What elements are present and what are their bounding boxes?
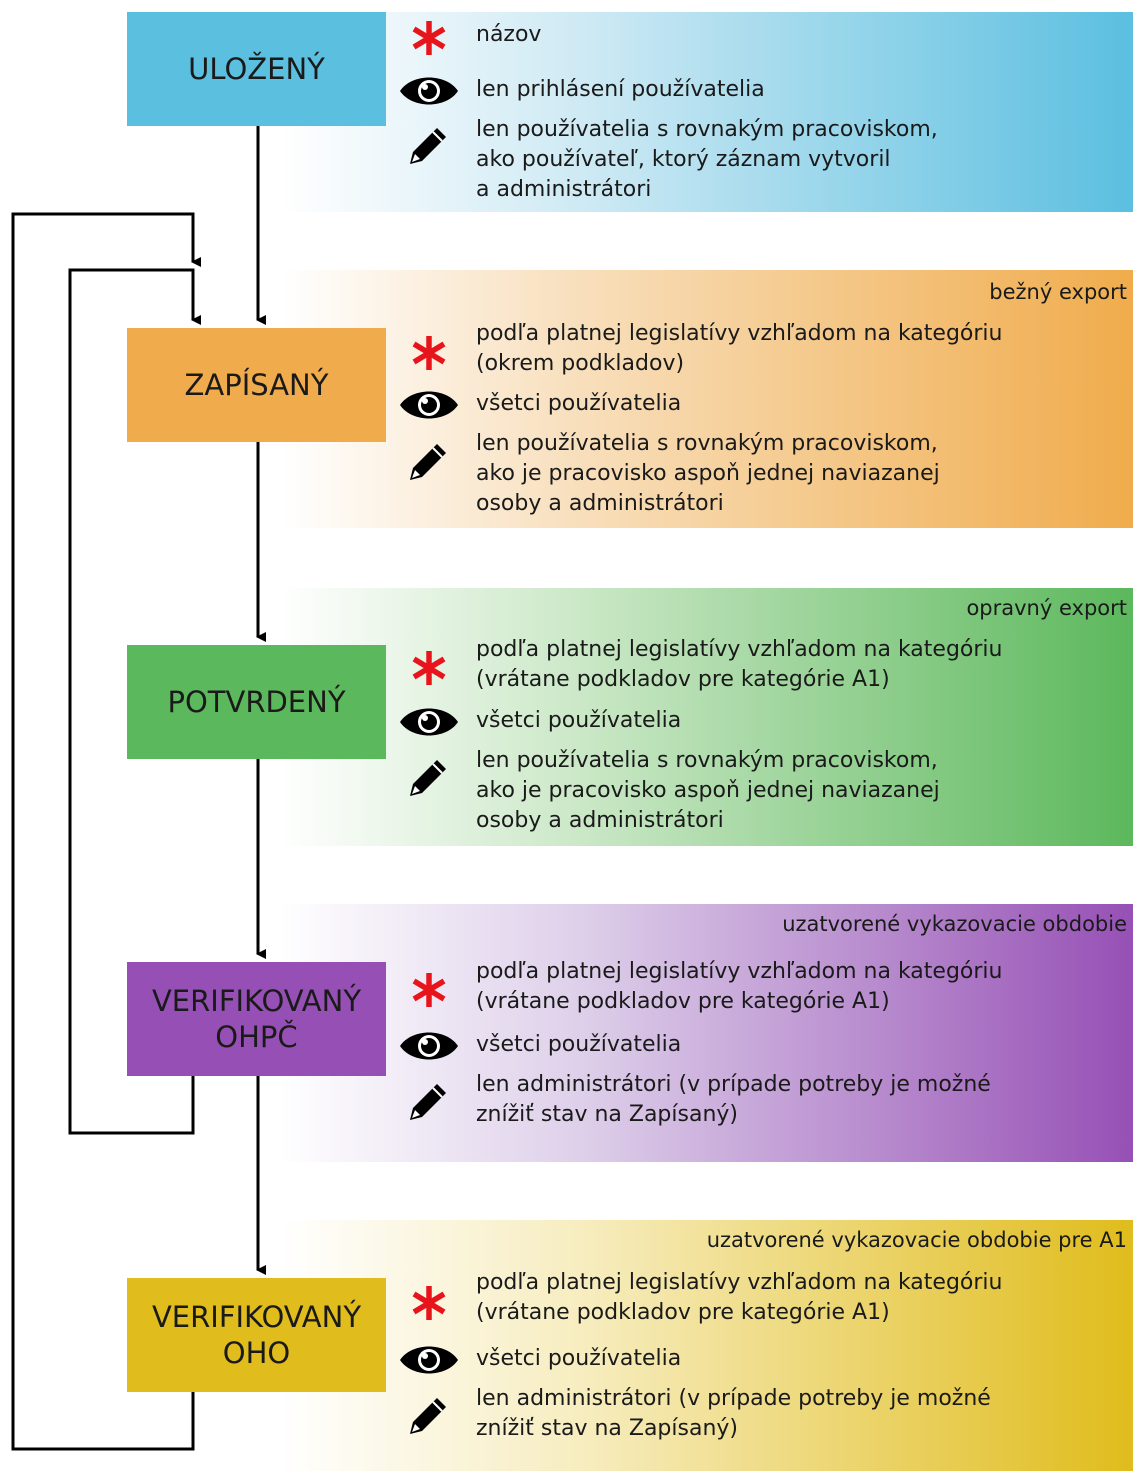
pencil-icon	[398, 124, 460, 168]
visibility-text: všetci používatelia	[476, 391, 682, 416]
visibility-text: všetci používatelia	[476, 708, 682, 733]
asterisk-icon	[398, 330, 460, 374]
export-tag: bežný export	[989, 280, 1127, 304]
asterisk-icon	[398, 15, 460, 59]
pencil-icon	[398, 1080, 460, 1124]
pencil-icon	[398, 440, 460, 484]
required-fields-text: podľa platnej legislatívy vzhľadom na ka…	[476, 321, 1003, 376]
period-tag: uzatvorené vykazovacie obdobie	[782, 912, 1127, 936]
state-name: ZAPÍSANÝ	[184, 368, 329, 402]
eye-icon	[398, 1338, 460, 1382]
eye-icon	[398, 700, 460, 744]
required-fields-text: podľa platnej legislatívy vzhľadom na ka…	[476, 1270, 1003, 1325]
pencil-icon	[398, 756, 460, 800]
state-name-line: VERIFIKOVANÝ	[151, 1300, 362, 1334]
state-box-zapisany: ZAPÍSANÝ	[127, 328, 386, 442]
state-info-panel-ulozeny	[280, 12, 1133, 212]
asterisk-icon	[398, 645, 460, 689]
state-box-ulozeny: ULOŽENÝ	[127, 12, 386, 126]
edit-rights-text: len používatelia s rovnakým pracoviskom,…	[476, 748, 940, 833]
required-fields-text: podľa platnej legislatívy vzhľadom na ka…	[476, 637, 1003, 692]
eye-icon	[398, 69, 460, 113]
state-name: POTVRDENÝ	[167, 685, 346, 719]
eye-icon	[398, 383, 460, 427]
visibility-text: len prihlásení používatelia	[476, 77, 765, 102]
visibility-text: všetci používatelia	[476, 1032, 682, 1057]
edit-rights-text: len administrátori (v prípade potreby je…	[476, 1072, 991, 1127]
state-box-verifikovany-ohpc: VERIFIKOVANÝ OHPČ	[127, 962, 386, 1076]
edit-rights-text: len administrátori (v prípade potreby je…	[476, 1386, 991, 1441]
state-name-line: VERIFIKOVANÝ	[151, 984, 362, 1018]
pencil-icon	[398, 1394, 460, 1438]
state-box-potvrdeny: POTVRDENÝ	[127, 645, 386, 759]
state-name-line: OHPČ	[215, 1020, 298, 1054]
edit-rights-text: len používatelia s rovnakým pracoviskom,…	[476, 431, 940, 516]
asterisk-icon	[398, 967, 460, 1011]
edit-rights-text: len používatelia s rovnakým pracoviskom,…	[476, 117, 938, 202]
period-tag: uzatvorené vykazovacie obdobie pre A1	[706, 1228, 1127, 1252]
required-fields-text: názov	[476, 22, 542, 47]
export-tag: opravný export	[966, 596, 1127, 620]
state-name-line: OHO	[222, 1336, 291, 1370]
required-fields-text: podľa platnej legislatívy vzhľadom na ka…	[476, 959, 1003, 1014]
state-name: ULOŽENÝ	[188, 52, 325, 86]
state-box-verifikovany-oho: VERIFIKOVANÝ OHO	[127, 1278, 386, 1392]
visibility-text: všetci používatelia	[476, 1346, 682, 1371]
eye-icon	[398, 1024, 460, 1068]
state-info-panel-verifikovany-ohpc: uzatvorené vykazovacie obdobie	[280, 904, 1133, 1162]
asterisk-icon	[398, 1280, 460, 1324]
